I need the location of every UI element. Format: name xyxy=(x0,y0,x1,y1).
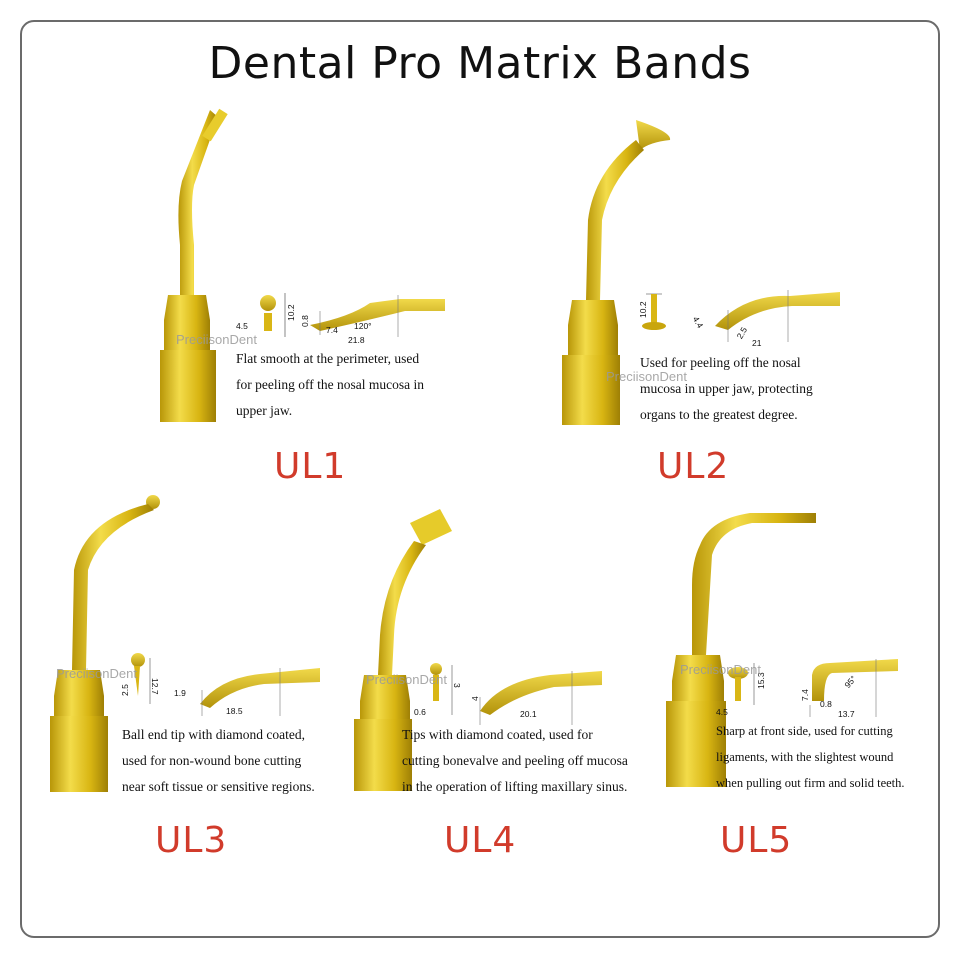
ul4-dim-2: 4 xyxy=(470,696,480,701)
ul1-dim-5: 21.8 xyxy=(348,335,365,345)
outer-frame xyxy=(20,20,940,938)
ul4-tip-image xyxy=(354,509,452,791)
ul5-dim-0: 15.3 xyxy=(756,672,766,689)
tip-ul1: 10.2 4.5 0.8 7.4 120° 21.8 xyxy=(150,105,450,485)
page-title: Dental Pro Matrix Bands xyxy=(208,38,752,89)
ul5-dim-2: 7.4 xyxy=(800,689,810,701)
tip-ul4: 3 0.6 4 20.1 xyxy=(340,505,640,805)
ul3-dim-2: 1.9 xyxy=(174,688,186,698)
ul5-dim-4: 0.8 xyxy=(820,699,832,709)
ul2-model-label: UL2 xyxy=(657,446,730,487)
ul1-dim-2: 0.8 xyxy=(300,315,310,327)
ul2-dim-1: 4.4 xyxy=(691,315,706,330)
ul1-description: Flat smooth at the perimeter, used for p… xyxy=(236,351,424,418)
watermark: PreciisonDent xyxy=(606,369,687,384)
ul1-model-label: UL1 xyxy=(274,446,347,487)
ul4-dim-0: 3 xyxy=(452,683,462,688)
ul2-tip-image xyxy=(562,120,671,425)
ul1-dimension-diagram: 10.2 4.5 0.8 7.4 120° 21.8 xyxy=(236,293,445,345)
ul5-description: Sharp at front side, used for cutting li… xyxy=(716,724,905,790)
ul1-tip-image xyxy=(160,108,228,422)
ul5-dim-1: 4.5 xyxy=(716,707,728,717)
ul5-dim-3: 95° xyxy=(842,674,858,690)
watermark: PreciisonDent xyxy=(680,662,761,677)
ul1-dim-3: 7.4 xyxy=(326,325,338,335)
ul3-tip-image xyxy=(50,495,160,792)
ul4-model-label: UL4 xyxy=(444,820,517,861)
ul4-description: Tips with diamond coated, used for cutti… xyxy=(402,727,628,794)
ul5-tip-image xyxy=(666,513,816,787)
ul1-dim-0: 10.2 xyxy=(286,304,296,321)
ul3-dim-1: 2.5 xyxy=(120,684,130,696)
ul1-dim-4: 120° xyxy=(354,321,372,331)
ul3-model-label: UL3 xyxy=(155,820,228,861)
ul3-dim-0: 12.7 xyxy=(150,678,160,695)
tip-ul2: 10.2 4.4 2.5 21 xyxy=(550,110,850,490)
ul5-model-label: UL5 xyxy=(720,820,793,861)
ul2-dimension-diagram: 10.2 4.4 2.5 21 xyxy=(638,290,840,348)
ul2-dim-3: 21 xyxy=(752,338,762,348)
ul2-dim-2: 2.5 xyxy=(735,325,750,340)
ul3-description: Ball end tip with diamond coated, used f… xyxy=(122,727,315,794)
ul3-dim-3: 18.5 xyxy=(226,706,243,716)
tip-ul5: 15.3 4.5 7.4 95° 0.8 13.7 xyxy=(640,505,940,805)
ul2-dim-0: 10.2 xyxy=(638,301,648,318)
ul4-dim-1: 0.6 xyxy=(414,707,426,717)
tip-ul3: 12.7 2.5 1.9 18.5 xyxy=(40,490,340,810)
ul4-dimension-diagram: 3 0.6 4 20.1 xyxy=(414,663,602,725)
ul2-description: Used for peeling off the nosal mucosa in… xyxy=(640,355,813,422)
ul5-dimension-diagram: 15.3 4.5 7.4 95° 0.8 13.7 xyxy=(716,659,898,719)
watermark: PreciisonDent xyxy=(56,666,137,681)
ul5-dim-5: 13.7 xyxy=(838,709,855,719)
ul1-dim-1: 4.5 xyxy=(236,321,248,331)
watermark: PreciisonDent xyxy=(176,332,257,347)
watermark: PreciisonDent xyxy=(366,672,447,687)
ul3-dimension-diagram: 12.7 2.5 1.9 18.5 xyxy=(120,653,320,716)
ul4-dim-3: 20.1 xyxy=(520,709,537,719)
